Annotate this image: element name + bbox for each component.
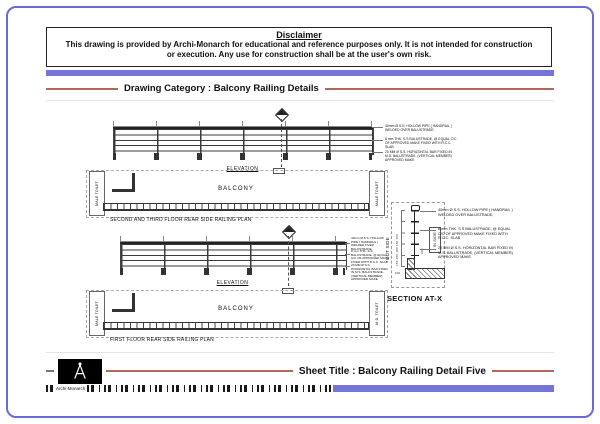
- elevation1-caption: ELEVATION: [226, 166, 259, 172]
- leader-line: [345, 243, 350, 244]
- plan1-railing-band: [103, 203, 369, 211]
- barcode-long: [87, 384, 332, 392]
- category-row: Drawing Category : Balcony Railing Detai…: [46, 83, 554, 94]
- section-inside-box: IN SIDE: [429, 227, 441, 253]
- brand-row: Archi-Monarch: [46, 384, 554, 392]
- plan1-left-room-box: MALE TOILET: [89, 171, 105, 216]
- elevation2-caption: ELEVATION: [216, 280, 249, 286]
- plan2-boundary: [86, 290, 388, 338]
- leader-line: [345, 254, 350, 255]
- bottom-accent-bar: [333, 384, 554, 392]
- section-inside-label: IN SIDE: [433, 232, 437, 248]
- section-dim-height: 900: [420, 248, 424, 254]
- plan2-right-room-label: M.D. TOILET: [375, 302, 379, 325]
- elevation1-base-plates: [113, 153, 372, 160]
- leader-line: [420, 230, 436, 231]
- leader-line: [345, 266, 350, 267]
- sheet-title-row: Sheet Title : Balcony Railing Detail Fiv…: [46, 357, 554, 385]
- elevation2-note-handrail: 40mm Ø S.S. HOLLOW PIPE ( HANDRAIL ) WEL…: [351, 236, 384, 251]
- plan2-left-room-box: MALE TOILET: [89, 291, 105, 336]
- plan1-boundary: [86, 170, 388, 218]
- compass-icon: [74, 362, 86, 379]
- section-note-horizontal-bar: 20 MM Ø S.S. HORIZONTAL BAR FIXED IN M.S…: [438, 246, 513, 260]
- elevation1-railing-drawing: [113, 127, 374, 155]
- elevation1-section-cut-line: [281, 119, 282, 167]
- plan1-right-room-label: MALE TOILET: [375, 181, 379, 206]
- disclaimer-body: This drawing is provided by Archi-Monarc…: [65, 40, 533, 60]
- leader-line: [420, 211, 436, 212]
- archi-monarch-logo: [58, 358, 102, 384]
- elevation1-dimension-line: [113, 121, 372, 127]
- elevation2-cut-end-marker: [282, 288, 294, 294]
- leader-line: [420, 249, 436, 250]
- plan2-caption: FIRST FLOOR REAR SIDE RAILING PLAN: [110, 337, 214, 343]
- section-rcc-slab: [405, 268, 445, 279]
- footer-dash: [46, 370, 54, 372]
- leader-line: [372, 152, 383, 153]
- section-note-balustrade: 8 mm THK. S.S BALUSTRADE, @ EQUAL C/C OF…: [438, 227, 511, 241]
- plan1-left-room-label: MALE TOILET: [95, 181, 99, 206]
- section-dim-chain-values: 150 150 150 150 150: [395, 233, 399, 266]
- section-boundary: [391, 202, 445, 288]
- plan2-right-room-box: M.D. TOILET: [369, 291, 385, 336]
- category-rule-right: [324, 87, 554, 90]
- plan2-room-label: BALCONY: [218, 306, 254, 312]
- section-dim-base: 100: [395, 271, 401, 275]
- brand-name: Archi-Monarch: [56, 385, 86, 391]
- disclaimer-title: Disclaimer: [276, 30, 322, 40]
- elevation1-note-handrail: 40mm Ø S.S. HOLLOW PIPE ( HANDRAIL ) WEL…: [385, 124, 452, 133]
- elevation2-railing-drawing: [120, 242, 347, 270]
- leader-line: [372, 140, 383, 141]
- footer-separator: [46, 352, 554, 353]
- elevation2-note-horizontal-bar: 20 MM Ø S.S. HORIZONTAL BAR FIXED IN M.S…: [351, 263, 388, 282]
- section-balustrade: [414, 210, 416, 266]
- plan1-caption: SECOND AND THIRD FLOOR REAR SIDE RAILING…: [110, 217, 252, 223]
- elevation1-note-horizontal-bar: 20 MM Ø S.S. HORIZONTAL BAR FIXED IN M.S…: [385, 150, 452, 163]
- plan1-wall-corner: [112, 173, 135, 192]
- section-note-handrail: 40mm Ø S.S. HOLLOW PIPE ( HANDRAIL ) WEL…: [438, 208, 513, 217]
- elevation2-note-balustrade: 8 mm THK. S.S BALUSTRADE, @ EQUAL C/C OF…: [351, 249, 389, 264]
- elevation2-base-plates: [120, 268, 345, 275]
- section-caption: SECTION AT-X: [387, 294, 443, 303]
- leader-line: [372, 127, 383, 128]
- plan2-left-room-label: MALE TOILET: [95, 301, 99, 326]
- plan2-wall-corner: [112, 293, 135, 312]
- plan1-room-label: BALCONY: [218, 186, 254, 192]
- elevation2-section-cut-line: [288, 236, 289, 286]
- top-divider-bar: [46, 70, 554, 76]
- barcode-left: [46, 384, 54, 392]
- sheet-title: Sheet Title : Balcony Railing Detail Fiv…: [298, 365, 486, 377]
- elevation1-cut-end-marker: [273, 168, 285, 174]
- header-separator: [46, 100, 554, 101]
- section-outside-label: OUT SIDE: [385, 237, 390, 260]
- section-dimension-chain: [401, 210, 405, 267]
- sheet-title-rule-left: [106, 370, 293, 372]
- elevation1-note-balustrade: 8 mm THK. S.S BALUSTRADE, @ EQUAL C/C OF…: [385, 137, 457, 150]
- category-title: Drawing Category : Balcony Railing Detai…: [124, 83, 319, 94]
- elevation2-dimension-line: [120, 236, 345, 242]
- plan1-right-room-box: MALE TOILET: [369, 171, 385, 216]
- category-rule-left: [46, 87, 118, 90]
- disclaimer-box: Disclaimer This drawing is provided by A…: [46, 27, 552, 67]
- plan2-railing-band: [103, 322, 369, 330]
- page-border: [6, 6, 594, 418]
- sheet-title-rule-right: [492, 370, 554, 372]
